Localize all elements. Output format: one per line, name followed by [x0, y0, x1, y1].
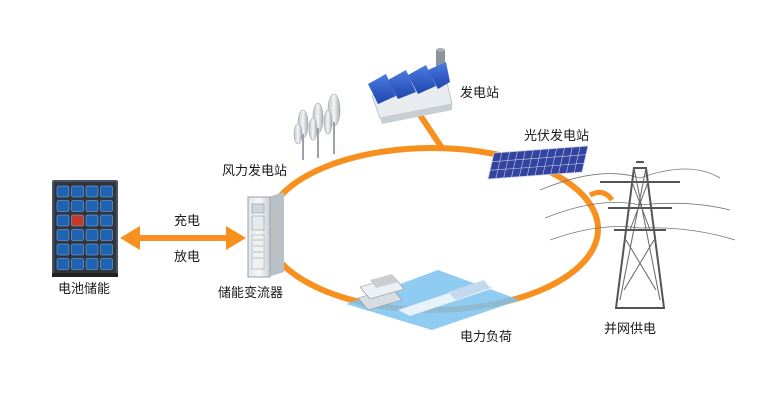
label-pv-station: 光伏发电站	[524, 129, 590, 144]
label-power-plant: 发电站	[460, 86, 500, 101]
battery-module	[85, 258, 99, 270]
wind-turbine-icon	[293, 93, 341, 160]
battery-module	[100, 229, 113, 241]
battery-module	[71, 258, 84, 270]
battery-module	[56, 243, 70, 256]
battery-module	[71, 243, 84, 256]
battery-module	[85, 229, 99, 241]
battery-rack-icon	[52, 180, 118, 277]
battery-module	[85, 243, 99, 256]
power-plant-connector	[415, 109, 445, 151]
battery-module	[85, 185, 99, 198]
label-battery-storage: 电池储能	[58, 282, 111, 297]
battery-module	[100, 258, 113, 270]
battery-module	[85, 200, 99, 212]
label-charge: 充电	[174, 214, 201, 229]
double-arrow-icon	[120, 226, 246, 250]
label-wind-station: 风力发电站	[222, 164, 288, 179]
battery-module	[71, 229, 84, 241]
battery-module	[100, 243, 113, 256]
grid-connector	[588, 189, 615, 202]
battery-module	[100, 185, 113, 198]
pcs-cabinet-icon	[247, 192, 284, 278]
solar-panel-icon	[487, 145, 589, 180]
battery-module	[56, 214, 70, 227]
battery-module	[100, 214, 113, 227]
power-plant-icon	[368, 48, 453, 124]
label-grid: 并网供电	[604, 322, 657, 337]
battery-module	[56, 258, 70, 270]
battery-module	[71, 185, 84, 198]
battery-module	[71, 214, 84, 227]
battery-module	[71, 200, 84, 212]
label-pcs: 储能变流器	[218, 286, 284, 301]
label-load: 电力负荷	[460, 330, 513, 345]
label-discharge: 放电	[174, 250, 201, 265]
battery-module	[56, 185, 70, 198]
battery-module	[85, 214, 99, 227]
load-building-icon	[346, 270, 520, 330]
battery-module	[56, 229, 70, 241]
transmission-tower-icon	[539, 161, 736, 309]
battery-module	[56, 200, 70, 212]
battery-module	[100, 200, 113, 212]
